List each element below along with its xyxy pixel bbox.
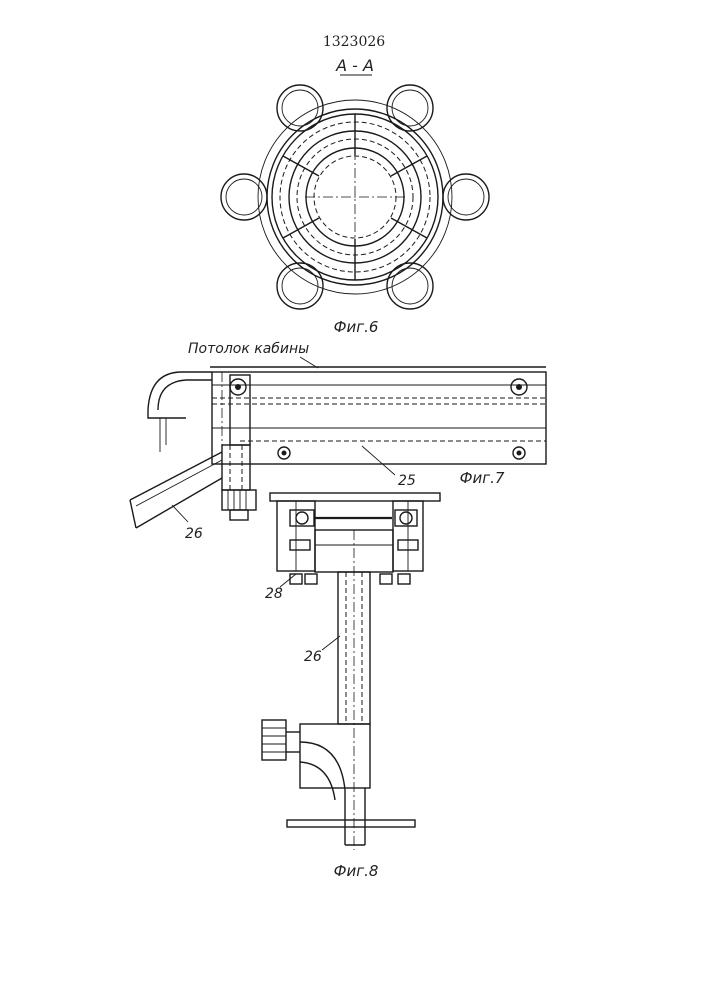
patent-number: 1323026 [323,34,385,50]
figure-8-drawing [262,493,440,850]
figure-6-caption: Фиг.6 [334,318,379,336]
section-label: А - А [335,56,374,75]
figure-7-label-25: 25 [398,473,416,489]
figure-7-drawing [130,367,546,528]
figure-7-ceiling-label: Потолок кабины [188,341,309,357]
figure-8-caption: Фиг.8 [334,862,379,880]
figure-7-label-26: 26 [185,526,203,542]
figure-8-label-26: 26 [304,649,322,665]
figure-7-caption: Фиг.7 [460,469,505,487]
figure-8-label-28: 28 [265,586,283,602]
figure-6-drawing [221,85,489,309]
